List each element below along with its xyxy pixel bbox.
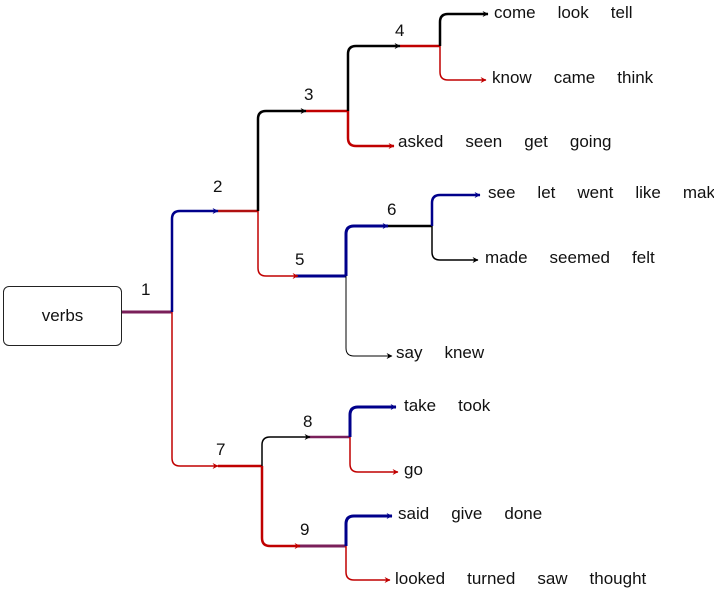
leaf-group: know came think: [492, 69, 653, 86]
leaf-word: give: [451, 504, 483, 523]
node-label-4: 4: [395, 21, 405, 40]
root-node-verbs: verbs: [3, 286, 122, 346]
node-label-8: 8: [303, 412, 313, 431]
leaf-group: asked seen get going: [398, 133, 612, 150]
leaf-word: go: [404, 460, 423, 479]
leaf-word: get: [524, 132, 548, 151]
leaf-word: went: [577, 183, 614, 202]
edge-8-leaf-take: [348, 404, 397, 437]
leaf-word: look: [557, 3, 589, 22]
leaf-word: know: [492, 68, 532, 87]
edge-1-2: [170, 208, 219, 312]
leaf-word: seemed: [549, 248, 611, 267]
edge-6-leaf-see: [430, 192, 481, 226]
edge-7-9: [260, 466, 301, 549]
leaf-word: made: [485, 248, 528, 267]
leaf-word: took: [458, 396, 491, 415]
leaf-word: mak: [682, 183, 714, 202]
edge-8-leaf-go: [349, 437, 399, 475]
edge-4-leaf-know: [439, 46, 487, 83]
edge-7-8: [261, 434, 311, 466]
node-label-5: 5: [295, 250, 305, 269]
leaf-group: say knew: [396, 344, 484, 361]
edge-2-5: [257, 211, 299, 279]
leaf-word: like: [635, 183, 661, 202]
leaf-group: looked turned saw thought: [395, 570, 646, 587]
leaf-group: come look tell: [494, 4, 633, 21]
leaf-word: say: [396, 343, 423, 362]
leaf-word: done: [504, 504, 543, 523]
leaf-word: think: [617, 68, 654, 87]
edge-5-leaf-say: [345, 276, 393, 359]
leaf-word: turned: [467, 569, 516, 588]
leaf-word: felt: [632, 248, 655, 267]
leaf-word: tell: [610, 3, 633, 22]
edge-5-6: [344, 223, 389, 276]
node-label-1: 1: [141, 280, 151, 299]
node-label-6: 6: [387, 200, 397, 219]
edge-4-leaf-come: [438, 11, 489, 46]
leaf-word: come: [494, 3, 536, 22]
edge-2-3: [256, 108, 307, 211]
leaf-group: see let went like mak: [488, 184, 714, 201]
leaf-word: let: [537, 183, 556, 202]
edge-3-leaf-asked: [346, 111, 395, 149]
leaf-word: seen: [465, 132, 503, 151]
edge-9-leaf-looked: [345, 546, 391, 583]
leaf-word: going: [569, 132, 612, 151]
leaf-group: go: [404, 461, 423, 478]
leaf-word: looked: [395, 569, 446, 588]
leaf-group: take took: [404, 397, 490, 414]
node-label-9: 9: [300, 520, 310, 539]
edge-1-7: [171, 312, 219, 469]
edge-9-leaf-said: [344, 513, 393, 546]
leaf-word: saw: [537, 569, 568, 588]
edge-6-leaf-made: [431, 226, 479, 263]
leaf-word: came: [553, 68, 596, 87]
leaf-group: made seemed felt: [485, 249, 655, 266]
root-label: verbs: [41, 306, 84, 325]
leaf-word: knew: [444, 343, 485, 362]
leaf-word: said: [398, 504, 430, 523]
node-label-3: 3: [304, 85, 314, 104]
edge-3-4: [346, 43, 401, 111]
leaf-word: asked: [398, 132, 444, 151]
leaf-word: thought: [589, 569, 647, 588]
node-label-2: 2: [213, 177, 223, 196]
leaf-group: said give done: [398, 505, 542, 522]
node-label-7: 7: [216, 440, 226, 459]
leaf-word: take: [404, 396, 437, 415]
leaf-word: see: [488, 183, 516, 202]
